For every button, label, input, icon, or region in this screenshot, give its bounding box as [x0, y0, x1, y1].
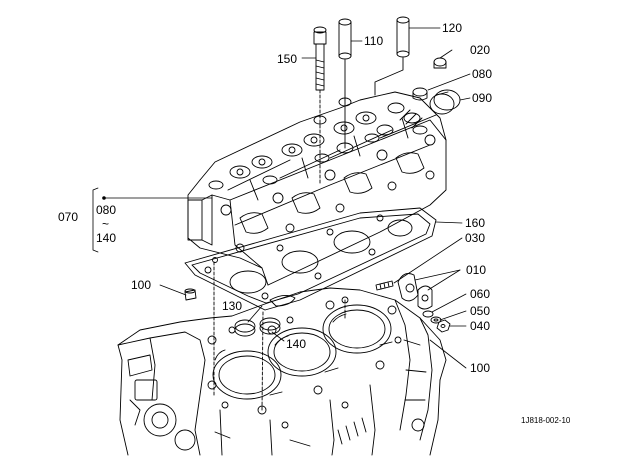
plug-100-left — [184, 288, 197, 301]
label-130: 130 — [222, 299, 243, 313]
label-120: 120 — [442, 21, 463, 35]
label-020: 020 — [470, 43, 491, 57]
hanger-010 — [397, 273, 433, 310]
sleeve-120 — [374, 16, 410, 96]
label-080-range-start: 080 — [96, 203, 117, 217]
stud-030 — [375, 280, 394, 291]
label-150: 150 — [277, 52, 298, 66]
label-110: 110 — [364, 34, 384, 48]
label-040: 040 — [470, 319, 491, 333]
label-100-right: 100 — [470, 361, 491, 375]
nut-040 — [436, 319, 451, 333]
label-030: 030 — [465, 231, 486, 245]
ring-140 — [259, 317, 281, 335]
label-090: 090 — [472, 91, 493, 105]
label-160: 160 — [465, 216, 486, 230]
figure-code: 1J818-002-10 — [521, 416, 571, 425]
cap-090 — [429, 89, 461, 115]
label-010: 010 — [466, 263, 487, 277]
alignment-line — [261, 311, 264, 411]
label-080: 080 — [472, 67, 493, 81]
label-050: 050 — [470, 304, 491, 318]
plug-020 — [433, 57, 447, 69]
cylinder-head — [187, 91, 447, 286]
label-140: 140 — [286, 337, 307, 351]
plug-080-top — [412, 87, 428, 101]
ring-130 — [234, 319, 256, 337]
label-060: 060 — [470, 287, 491, 301]
label-070: 070 — [58, 210, 79, 224]
sleeve-110 — [338, 18, 352, 101]
cylinder-block — [117, 287, 447, 456]
label-140-range-end: 140 — [96, 231, 117, 245]
label-100-left: 100 — [131, 278, 152, 292]
leader-lines — [92, 27, 471, 369]
head-bolt-150 — [313, 26, 327, 186]
washer-060 — [422, 310, 434, 318]
label-range-tilde: ~ — [102, 217, 110, 231]
head-gasket — [184, 207, 437, 311]
